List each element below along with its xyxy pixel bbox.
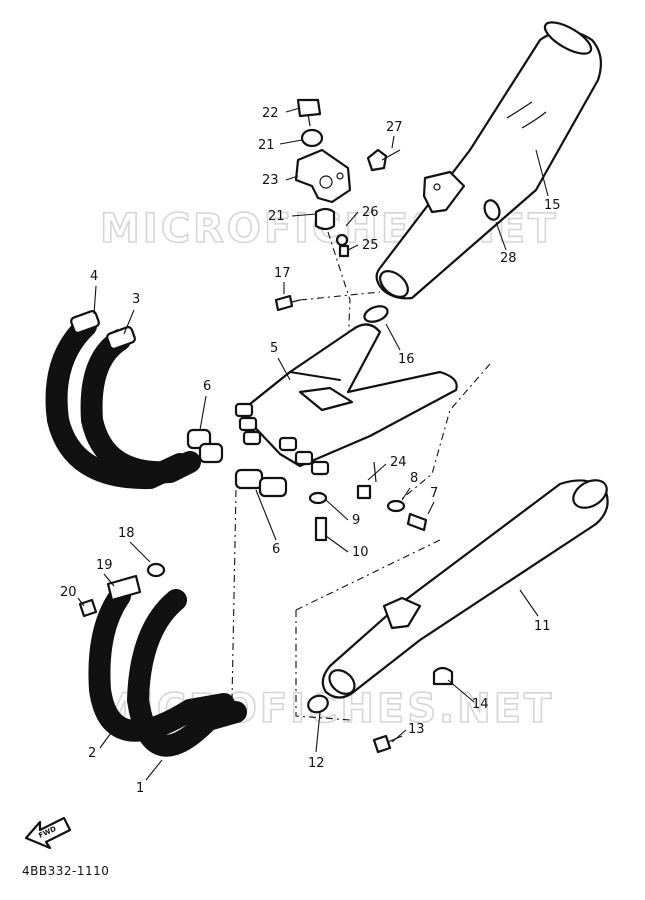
- collector-pipe: [234, 323, 491, 503]
- callout-c5: 5: [270, 341, 278, 356]
- diagram-code: 4BB332-1110: [22, 864, 110, 878]
- leader-line-c11: [519, 589, 539, 617]
- callout-c12: 12: [308, 756, 325, 771]
- leader-line-c21a: [279, 139, 303, 145]
- small-hardware: [308, 484, 428, 542]
- leader-line-c1: [145, 759, 163, 781]
- leader-line-c24: [367, 463, 387, 481]
- leader-line-c22: [285, 107, 301, 113]
- leader-line-c2: [99, 725, 117, 749]
- callout-c15: 15: [544, 198, 561, 213]
- leader-line-c23: [285, 175, 299, 181]
- leader-line-c13: [391, 729, 407, 743]
- exhaust-pipes-lower: [78, 562, 247, 757]
- leader-line-c9: [325, 499, 349, 521]
- leader-line-c6a: [199, 395, 207, 431]
- hanger-bracket: [294, 98, 501, 397]
- callout-c28: 28: [500, 251, 517, 266]
- callout-c24: 24: [390, 455, 407, 470]
- callout-c21a: 21: [258, 138, 275, 153]
- leader-line-c3: [123, 309, 135, 335]
- callout-c25: 25: [362, 238, 379, 253]
- leader-line-c4: [93, 285, 97, 315]
- lower-muffler: [295, 479, 609, 754]
- bolt-17: [274, 291, 381, 312]
- callout-c1: 1: [136, 781, 144, 796]
- leader-line-c21b: [291, 213, 317, 217]
- gaskets-6-upper: [186, 428, 224, 464]
- callout-c19: 19: [96, 558, 113, 573]
- callout-c4: 4: [90, 269, 98, 284]
- leader-line-c15: [535, 149, 549, 197]
- callout-c13: 13: [408, 722, 425, 737]
- callout-c16: 16: [398, 352, 415, 367]
- leader-line-c12: [315, 711, 321, 753]
- callout-c6a: 6: [203, 379, 211, 394]
- callout-c17: 17: [274, 266, 291, 281]
- callout-c21b: 21: [268, 209, 285, 224]
- leader-line-c7: [427, 501, 435, 515]
- leader-line-c6b: [255, 489, 277, 541]
- exhaust-pipes-upper: [45, 310, 201, 490]
- leader-line-c8: [401, 487, 411, 501]
- callout-c23: 23: [262, 173, 279, 188]
- leader-line-c27: [391, 135, 395, 149]
- gasket-16: [363, 305, 389, 323]
- callout-c10: 10: [352, 545, 369, 560]
- callout-c27: 27: [386, 120, 403, 135]
- leader-line-c10: [325, 535, 349, 553]
- callout-c2: 2: [88, 746, 96, 761]
- callout-c22: 22: [262, 106, 279, 121]
- callout-c26: 26: [362, 205, 379, 220]
- leader-line-c19: [103, 573, 115, 587]
- leader-line-c26: [345, 211, 359, 227]
- leader-line-c18: [129, 541, 151, 563]
- leader-line-c20: [77, 597, 85, 607]
- callout-c6b: 6: [272, 542, 280, 557]
- callout-c8: 8: [410, 471, 418, 486]
- callout-c20: 20: [60, 585, 77, 600]
- leader-line-c5: [277, 357, 291, 381]
- leader-line-c16: [385, 323, 401, 351]
- callout-c9: 9: [352, 513, 360, 528]
- leader-line-c25: [347, 244, 359, 251]
- leader-line-c14: [447, 679, 475, 703]
- callout-c14: 14: [472, 697, 489, 712]
- gaskets-6-lower: [231, 468, 288, 701]
- leader-line-c28: [495, 221, 507, 251]
- upper-muffler: [375, 21, 603, 300]
- callout-c3: 3: [132, 292, 140, 307]
- callout-c11: 11: [534, 619, 551, 634]
- front-direction-arrow: FWD: [24, 816, 72, 850]
- callout-c18: 18: [118, 526, 135, 541]
- callout-c7: 7: [430, 486, 438, 501]
